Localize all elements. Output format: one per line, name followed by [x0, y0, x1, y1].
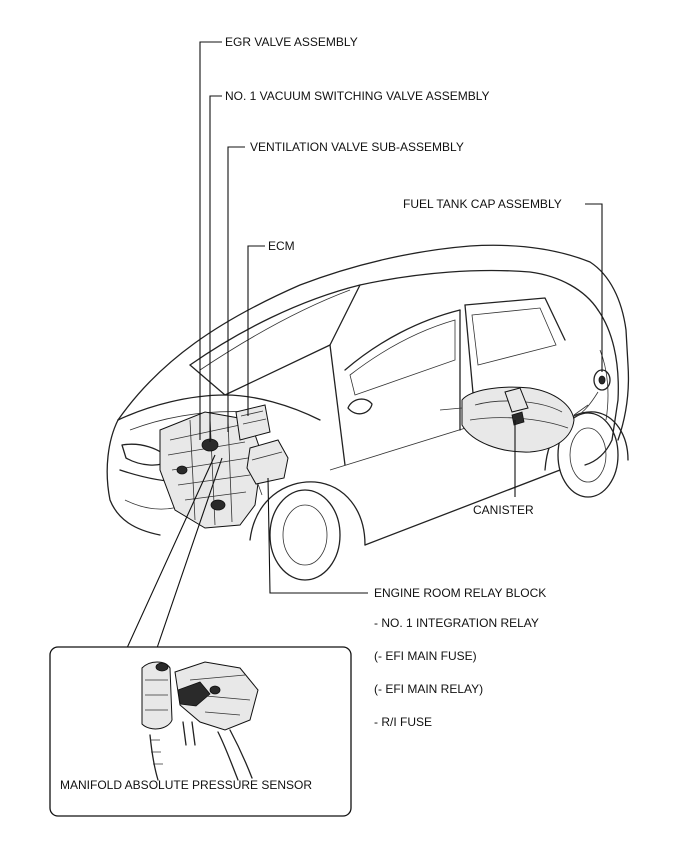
- label-canister: CANISTER: [473, 503, 534, 517]
- fuel-tank-illustration: [439, 386, 589, 453]
- label-vacuum-switching-valve: NO. 1 VACUUM SWITCHING VALVE ASSEMBLY: [225, 89, 490, 103]
- label-ri-fuse: - R/I FUSE: [374, 715, 432, 729]
- label-fuel-tank-cap: FUEL TANK CAP ASSEMBLY: [403, 197, 562, 211]
- label-engine-room-relay-block: ENGINE ROOM RELAY BLOCK: [374, 586, 546, 600]
- label-ecm: ECM: [268, 239, 295, 253]
- vehicle-illustration: [106, 244, 630, 581]
- label-map-sensor: MANIFOLD ABSOLUTE PRESSURE SENSOR: [60, 778, 312, 792]
- inset-detail-box: [49, 646, 352, 817]
- label-efi-main-relay: (- EFI MAIN RELAY): [374, 682, 483, 696]
- label-integration-relay: - NO. 1 INTEGRATION RELAY: [374, 616, 539, 630]
- label-egr-valve-assembly: EGR VALVE ASSEMBLY: [225, 35, 358, 49]
- label-ventilation-valve: VENTILATION VALVE SUB-ASSEMBLY: [250, 140, 464, 154]
- engine-assembly: [159, 404, 289, 529]
- label-efi-main-fuse: (- EFI MAIN FUSE): [374, 649, 477, 663]
- callout-labels: EGR VALVE ASSEMBLY NO. 1 VACUUM SWITCHIN…: [60, 35, 562, 792]
